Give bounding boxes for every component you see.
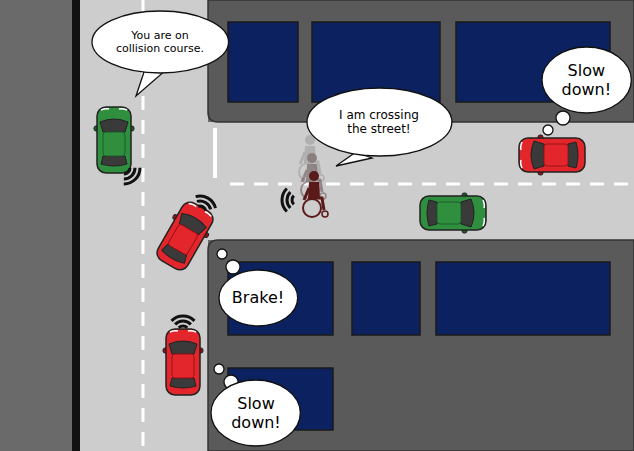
building-block [208, 240, 634, 451]
bubble-ellipse [307, 88, 452, 156]
car [94, 107, 134, 173]
bubble-text: You are on collision course. [113, 29, 207, 55]
signal-wave [172, 316, 195, 328]
bubble-text: Slow down! [226, 394, 286, 432]
lane-marking [230, 183, 634, 186]
car [420, 193, 486, 233]
signal-waves [119, 163, 294, 328]
bubble-ellipse [92, 11, 229, 73]
bubble-text: Brake! [232, 288, 284, 307]
car [151, 197, 219, 274]
bubble-tails [136, 66, 570, 389]
wheelchair-user [299, 135, 328, 217]
speech-bubble: You are on collision course. [91, 10, 230, 74]
bubble-ellipse [211, 380, 300, 446]
bubble-text: Slow down! [556, 61, 616, 99]
signal-wave [282, 189, 294, 212]
person-figure [301, 153, 326, 199]
thought-bubble: Brake! [218, 269, 299, 327]
car [163, 329, 203, 395]
signal-wave [119, 163, 144, 188]
stop-line [213, 128, 217, 178]
bubble-text: I am crossing the street! [329, 108, 429, 137]
car [519, 135, 585, 175]
person-figure [303, 171, 328, 217]
signal-wave [192, 192, 218, 214]
bubble-ellipse [542, 47, 631, 113]
thought-bubble: Slow down! [210, 379, 301, 447]
bubble-ellipse [219, 270, 298, 326]
speech-bubble: I am crossing the street! [306, 87, 453, 157]
curb-line [72, 0, 80, 451]
thought-bubble: Slow down! [541, 46, 632, 114]
